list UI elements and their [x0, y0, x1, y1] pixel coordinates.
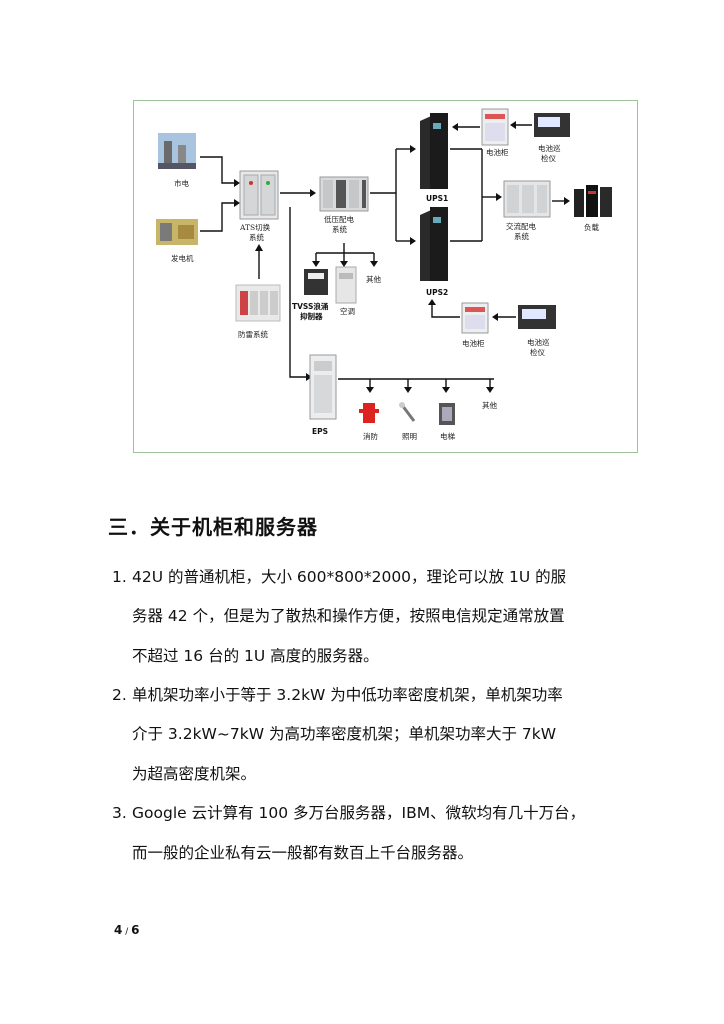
- elevator-icon: [439, 403, 455, 425]
- tvss-image: [304, 269, 328, 295]
- line-city-ats: [200, 156, 234, 184]
- label-tvss: TVSS浪涌抑制器: [292, 301, 328, 321]
- label-low-voltage: 低压配电系统: [324, 214, 354, 234]
- battery-cabinet-2: [461, 302, 489, 334]
- low-voltage-cabinet: [319, 176, 369, 212]
- lighting-icon: [399, 402, 416, 422]
- fire-hydrant-icon: [359, 403, 379, 423]
- section-title: 三．关于机柜和服务器: [108, 515, 318, 539]
- label-city-power: 市电: [174, 178, 189, 188]
- battery-monitor-2: [518, 305, 556, 329]
- item-1-line-2: 务器 42 个，但是为了散热和操作方便，按照电信规定通常放置: [132, 607, 565, 625]
- item-1-line-3: 不超过 16 台的 1U 高度的服务器。: [132, 647, 379, 665]
- line-gen-ats: [200, 202, 234, 232]
- ups2-cabinet: [420, 207, 448, 281]
- aircon-image: [335, 266, 357, 304]
- item-3-line-2: 而一般的企业私有云一般都有数百上千台服务器。: [132, 844, 474, 862]
- ac-distribution-cabinet: [503, 180, 551, 218]
- label-battery-mon1: 电池巡检仪: [538, 143, 561, 163]
- label-battery-mon2: 电池巡检仪: [527, 337, 550, 357]
- label-lightning: 防雷系统: [238, 329, 268, 339]
- lightning-protection-image: [235, 284, 281, 322]
- ats-cabinet: [239, 170, 279, 220]
- ups1-cabinet: [420, 113, 448, 189]
- city-power-image: [158, 133, 196, 169]
- label-generator: 发电机: [171, 253, 194, 263]
- load-servers-image: [574, 185, 612, 217]
- label-aircon: 空调: [340, 306, 355, 316]
- item-2-line-2: 介于 3.2kW~7kW 为高功率密度机架；单机架功率大于 7kW: [132, 725, 557, 743]
- generator-image: [156, 219, 198, 245]
- battery-monitor-1: [534, 113, 570, 137]
- label-other2: 其他: [482, 400, 497, 410]
- item-3-line-1: 3.Google 云计算有 100 多万台服务器，IBM、微软均有几十万台，: [112, 804, 586, 822]
- label-ups2: UPS2: [426, 288, 448, 297]
- item-2-line-3: 为超高密度机架。: [132, 765, 257, 783]
- label-ups1: UPS1: [426, 194, 448, 203]
- label-ac-dist: 交流配电系统: [506, 221, 536, 241]
- item-1-line-1: 1.42U 的普通机柜，大小 600*800*2000，理论可以放 1U 的服: [112, 568, 567, 586]
- power-system-diagram: 市电 发电机 ATS切换系统 防雷系统 低压配电系统: [133, 100, 638, 453]
- label-lighting: 照明: [402, 432, 417, 441]
- eps-cabinet: [309, 354, 337, 420]
- label-battery-cab1: 电池柜: [486, 147, 509, 157]
- diagram-svg: 市电 发电机 ATS切换系统 防雷系统 低压配电系统: [156, 108, 612, 441]
- battery-cabinet-1: [481, 108, 509, 146]
- label-other1: 其他: [366, 274, 381, 284]
- label-battery-cab2: 电池柜: [462, 338, 485, 348]
- label-ats: ATS切换系统: [239, 222, 271, 242]
- label-eps: EPS: [312, 427, 328, 436]
- label-elevator: 电梯: [440, 431, 455, 441]
- page-number: 4 / 6: [114, 923, 140, 937]
- item-2-line-1: 2.单机架功率小于等于 3.2kW 为中低功率密度机架，单机架功率: [112, 686, 563, 704]
- label-fire: 消防: [363, 431, 378, 441]
- label-load: 负载: [584, 222, 599, 232]
